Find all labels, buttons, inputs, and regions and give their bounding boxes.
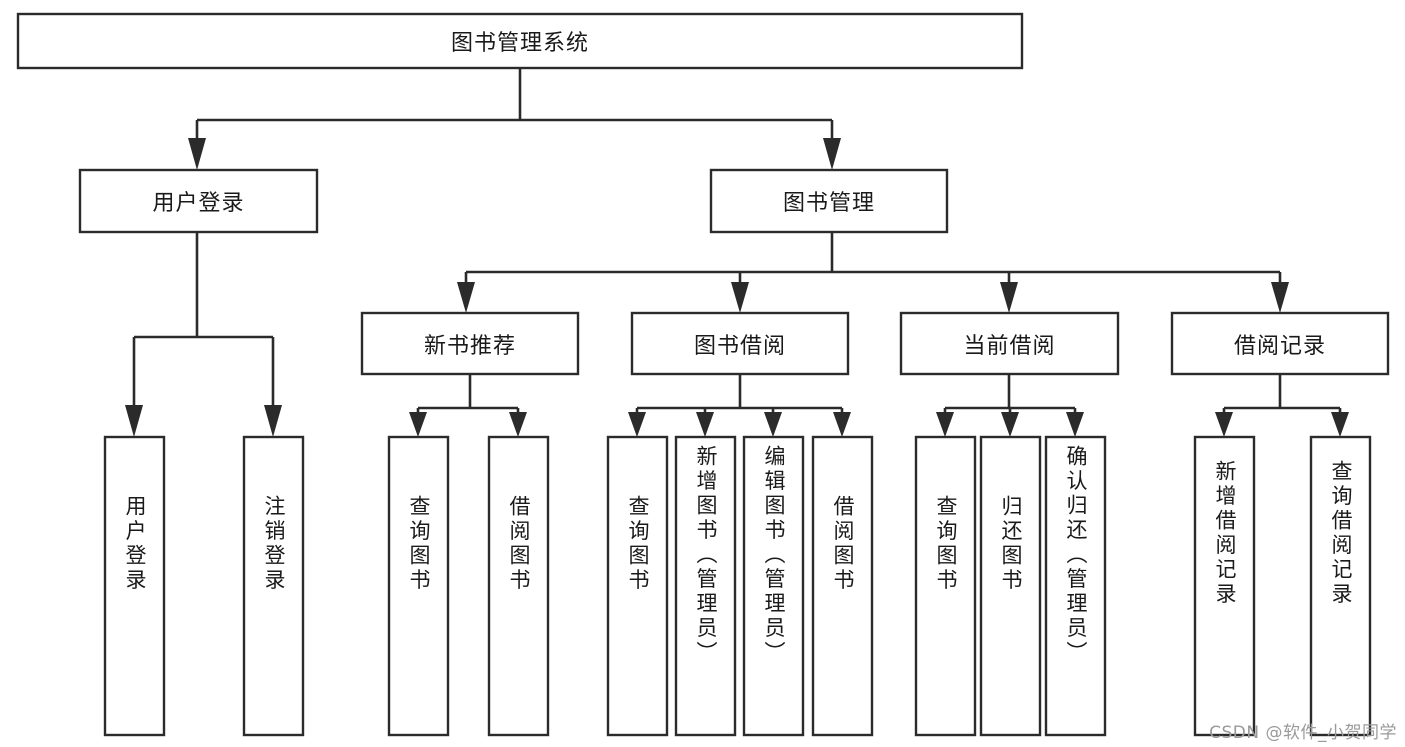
node-book-borrow[interactable] bbox=[630, 311, 850, 376]
arrow-head-book-borrow-leaf-2 bbox=[764, 412, 782, 437]
leaf-box-current-borrow-2[interactable] bbox=[1044, 435, 1107, 737]
node-root-book-management-system[interactable] bbox=[16, 12, 1024, 70]
leaf-box-book-borrow-2[interactable] bbox=[742, 435, 805, 737]
arrow-head-book-manage bbox=[823, 138, 841, 170]
arrow-head-new-book-leaf-0 bbox=[409, 412, 427, 437]
node-borrow-record[interactable] bbox=[1170, 311, 1390, 376]
leaf-box-book-borrow-0[interactable] bbox=[606, 435, 669, 737]
watermark-text: CSDN @软件_小贺同学 bbox=[1209, 723, 1397, 743]
connector-group-book-manage bbox=[457, 232, 1289, 313]
leaf-box-user-login-1[interactable] bbox=[242, 435, 305, 737]
leaf-box-book-borrow-1[interactable] bbox=[674, 435, 737, 737]
connector-group-user-login bbox=[125, 232, 282, 437]
arrow-head-new-book bbox=[457, 282, 475, 313]
arrow-head-book-borrow-leaf-3 bbox=[833, 412, 851, 437]
connector-group-current-borrow bbox=[936, 374, 1084, 437]
arrow-head-current-borrow bbox=[1000, 282, 1018, 313]
arrow-head-borrow-record bbox=[1271, 282, 1289, 313]
leaf-box-user-login-0[interactable] bbox=[103, 435, 166, 737]
connector-group-book-borrow bbox=[628, 374, 851, 437]
arrow-head-book-borrow-leaf-0 bbox=[628, 412, 646, 437]
arrow-head-borrow-record-leaf-1 bbox=[1331, 412, 1349, 437]
node-current-borrow[interactable] bbox=[899, 311, 1120, 376]
leaf-box-new-book-0[interactable] bbox=[387, 435, 450, 737]
arrow-head-user-login-leaf-1 bbox=[264, 405, 282, 437]
arrow-head-new-book-leaf-1 bbox=[509, 412, 527, 437]
arrow-head-current-borrow-leaf-2 bbox=[1066, 412, 1084, 437]
leaf-box-new-book-1[interactable] bbox=[487, 435, 550, 737]
leaf-box-book-borrow-3[interactable] bbox=[811, 435, 874, 737]
arrow-head-current-borrow-leaf-0 bbox=[936, 412, 954, 437]
leaf-box-borrow-record-0[interactable] bbox=[1193, 435, 1256, 737]
node-user-login[interactable] bbox=[78, 168, 319, 234]
node-book-management[interactable] bbox=[709, 168, 949, 234]
arrow-head-current-borrow-leaf-1 bbox=[1001, 412, 1019, 437]
leaf-box-borrow-record-1[interactable] bbox=[1309, 435, 1372, 737]
connector-group-root bbox=[188, 68, 841, 170]
leaf-box-current-borrow-0[interactable] bbox=[914, 435, 977, 737]
arrow-head-user-login bbox=[188, 138, 206, 170]
connector-group-new-book bbox=[409, 374, 527, 437]
leaf-box-current-borrow-1[interactable] bbox=[979, 435, 1042, 737]
arrow-head-borrow-record-leaf-0 bbox=[1215, 412, 1233, 437]
arrow-head-user-login-leaf-0 bbox=[125, 405, 143, 437]
node-new-book-recommend[interactable] bbox=[360, 311, 580, 376]
connector-group-borrow-record bbox=[1215, 374, 1349, 437]
arrow-head-book-borrow bbox=[731, 282, 749, 313]
arrow-head-book-borrow-leaf-1 bbox=[696, 412, 714, 437]
